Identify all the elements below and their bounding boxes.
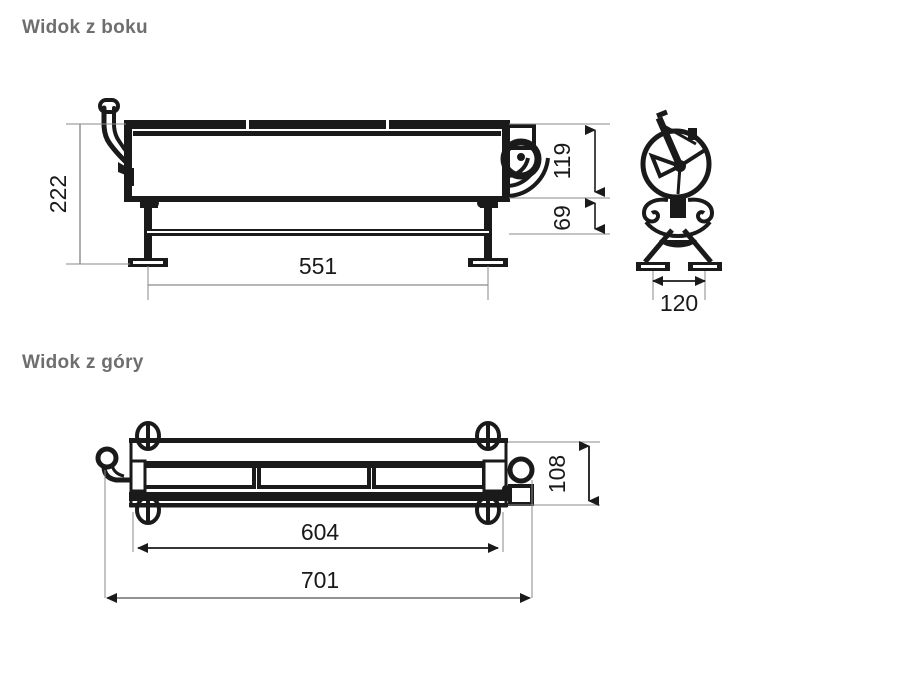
dimension-108: 108 (544, 441, 599, 506)
side-rail-tick-2 (386, 120, 389, 130)
top-band-lower2 (129, 503, 508, 507)
side-inner-rail (133, 131, 501, 136)
dimension-108-label: 108 (544, 455, 570, 493)
top-slot-2 (257, 464, 371, 489)
top-band-lower (129, 492, 508, 501)
dimension-551-label: 551 (299, 253, 337, 279)
dimension-69: 69 (549, 198, 605, 234)
dimension-701-label: 701 (301, 567, 339, 593)
top-slot-1 (142, 464, 256, 489)
top-right-fitting (502, 456, 535, 506)
side-view-extension-lines (66, 123, 610, 300)
dimension-119-label: 119 (549, 143, 575, 180)
dimension-604-label: 604 (301, 519, 340, 545)
dimension-222: 222 (45, 124, 81, 264)
dimension-119: 119 (549, 125, 605, 197)
top-band-upper (129, 438, 508, 443)
side-handle-grip (98, 98, 120, 114)
top-view-title: Widok z góry (22, 352, 144, 373)
end-view-wheel (640, 128, 712, 200)
side-handle-hook (98, 98, 132, 176)
dimension-69-label: 69 (549, 205, 575, 231)
side-bottom-edge (124, 196, 510, 202)
side-rail-tick-1 (246, 120, 249, 130)
top-slot-3 (372, 464, 486, 489)
dimension-604: 604 (137, 519, 499, 553)
side-legs (128, 198, 508, 267)
end-view-legs (636, 228, 722, 271)
side-crank-box (506, 124, 536, 150)
top-corner-wheels (135, 421, 501, 525)
top-ring (507, 456, 535, 484)
end-view-crank-arm (655, 116, 684, 168)
end-view-geometry (636, 109, 722, 271)
top-endcap-left (129, 459, 147, 493)
top-handle-loop (95, 446, 131, 483)
dimension-701: 701 (106, 567, 531, 603)
side-view-geometry (98, 98, 550, 267)
dimension-120: 120 (652, 271, 706, 316)
dimension-120-label: 120 (660, 290, 698, 316)
end-view-scrollwork (641, 197, 715, 239)
top-box-fitting (508, 484, 534, 506)
side-handle-joint (118, 162, 128, 176)
end-view-knob (688, 128, 697, 140)
side-left-bracket (126, 168, 134, 186)
top-endcap-right (482, 459, 508, 493)
side-view-title: Widok z boku (22, 17, 148, 38)
side-top-rail (124, 120, 510, 129)
top-view-geometry (95, 421, 535, 525)
dimension-551: 551 (148, 253, 488, 286)
side-crank-mechanism (500, 124, 550, 198)
dimension-222-label: 222 (45, 175, 71, 213)
